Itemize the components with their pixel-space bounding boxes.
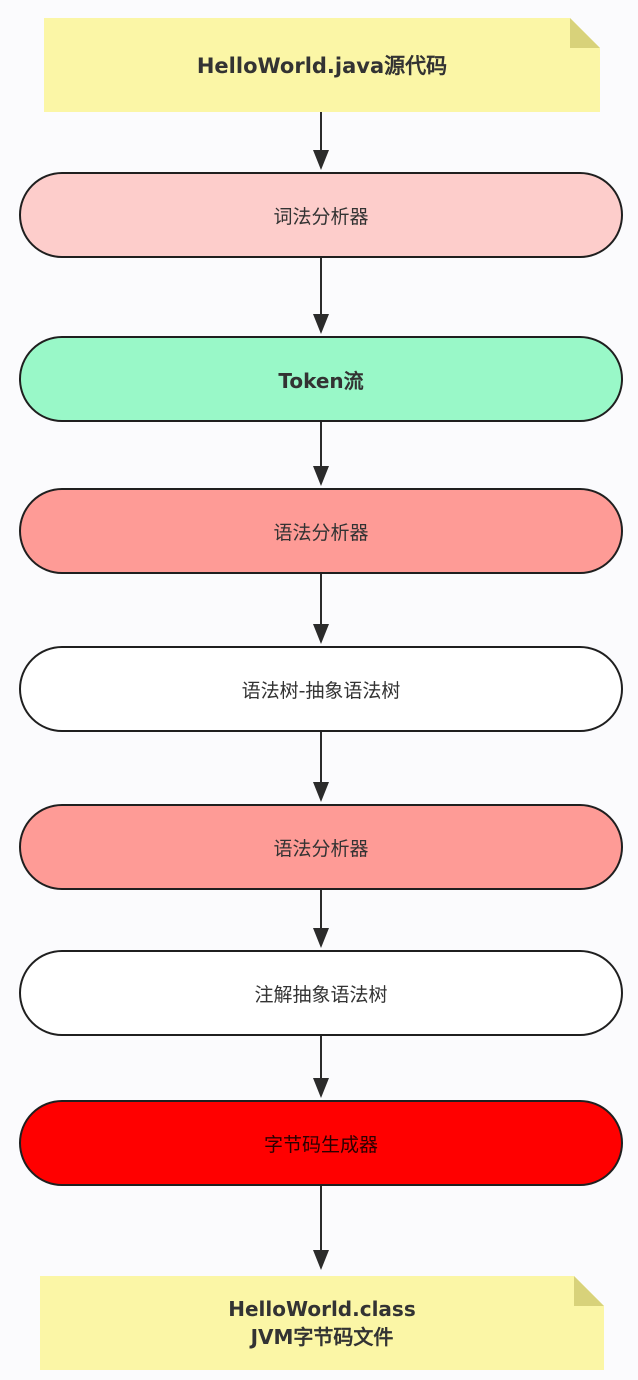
arrow-generator-to-output <box>320 1186 322 1250</box>
arrow-head-5 <box>313 782 329 802</box>
token-stream-label: Token流 <box>278 368 364 393</box>
arrow-parser-to-ast <box>320 574 322 624</box>
output-description-label: JVM字节码文件 <box>250 1325 394 1349</box>
output-note-fold <box>574 1276 604 1306</box>
bytecode-generator-node: 字节码生成器 <box>19 1100 623 1186</box>
source-code-label: HelloWorld.java源代码 <box>196 54 448 78</box>
arrow-token-to-parser <box>320 422 322 468</box>
annotated-ast-node: 注解抽象语法树 <box>19 950 623 1036</box>
ast-node: 语法树-抽象语法树 <box>19 646 623 732</box>
parser2-node: 语法分析器 <box>19 804 623 890</box>
arrow-lexer-to-token <box>320 258 322 314</box>
bytecode-generator-label: 字节码生成器 <box>263 1133 378 1156</box>
ast-label: 语法树-抽象语法树 <box>241 679 401 702</box>
annotated-ast-label: 注解抽象语法树 <box>254 983 388 1006</box>
parser2-label: 语法分析器 <box>273 837 369 860</box>
arrow-head-6 <box>313 928 329 948</box>
arrow-head-3 <box>313 466 329 486</box>
output-file-label: HelloWorld.class <box>228 1297 416 1321</box>
lexer-node: 词法分析器 <box>19 172 623 258</box>
arrow-source-to-lexer <box>320 112 322 152</box>
arrow-annotated-to-generator <box>320 1036 322 1078</box>
source-note-fold <box>570 18 600 48</box>
arrow-ast-to-parser2 <box>320 732 322 782</box>
token-stream-node: Token流 <box>19 336 623 422</box>
arrow-head-1 <box>313 150 329 170</box>
source-code-note: HelloWorld.java源代码 <box>44 18 600 112</box>
arrow-head-7 <box>313 1078 329 1098</box>
parser-label: 语法分析器 <box>273 521 369 544</box>
arrow-head-4 <box>313 624 329 644</box>
parser-node: 语法分析器 <box>19 488 623 574</box>
lexer-label: 词法分析器 <box>273 205 369 228</box>
arrow-parser2-to-annotated <box>320 890 322 928</box>
arrow-head-2 <box>313 314 329 334</box>
output-note: HelloWorld.class JVM字节码文件 <box>40 1276 604 1370</box>
arrow-head-8 <box>313 1250 329 1270</box>
